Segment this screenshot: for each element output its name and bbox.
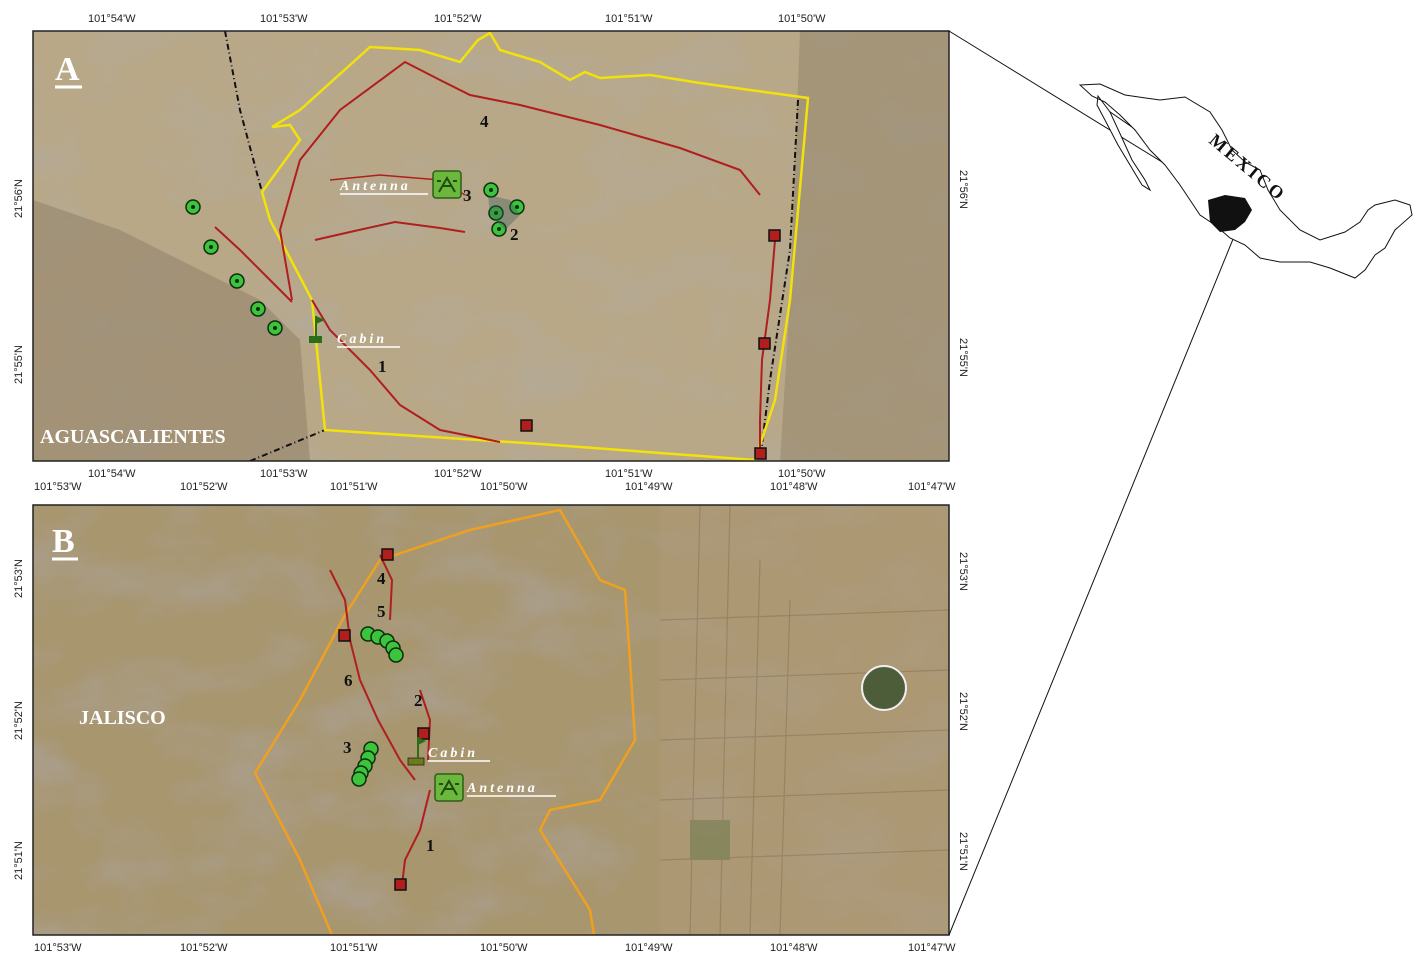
panel-b-transects xyxy=(329,554,432,886)
panel-b-lon-tick-bottom: 101°51'W xyxy=(330,942,378,954)
panel-a-lon-tick-bottom: 101°51'W xyxy=(605,468,653,480)
panel-a-lon-tick-top: 101°53'W xyxy=(260,13,308,25)
panel-a-lon-tick-bottom: 101°52'W xyxy=(434,468,482,480)
panel-a-frame xyxy=(32,30,950,462)
panel-a-transect-west xyxy=(214,226,293,303)
panel-b-transect-label-5: 5 xyxy=(377,602,386,621)
panel-a-state-border xyxy=(224,31,263,193)
panel-a-lat-tick-right: 21°56'N xyxy=(957,170,969,209)
panel-b-lon-tick-top: 101°51'W xyxy=(330,481,378,493)
panel-b-frame xyxy=(32,504,950,936)
panel-b-lon-tick-bottom: 101°47'W xyxy=(908,942,956,954)
panel-b-fields xyxy=(659,505,949,935)
panel-a-letter: A xyxy=(55,51,80,88)
panel-b-pond xyxy=(861,665,907,711)
panel-a-transect-east xyxy=(759,239,776,455)
panel-b-lon-tick-bottom: 101°50'W xyxy=(480,942,528,954)
panel-a-trap-points xyxy=(520,229,781,460)
panel-b-transect-label-4: 4 xyxy=(377,569,386,588)
trap-point xyxy=(520,419,533,432)
panel-b-transect-label-3: 3 xyxy=(343,738,352,757)
panel-b-trap-points xyxy=(338,548,430,891)
panel-a-study-boundary xyxy=(260,31,810,461)
panel-a-lon-tick-top: 101°54'W xyxy=(88,13,136,25)
mexico-outline xyxy=(1078,83,1413,279)
panel-a-lat-tick-left: 21°55'N xyxy=(13,345,25,384)
panel-a-cabin-label: Cabin xyxy=(337,332,387,347)
panel-b-lat-tick-right: 21°52'N xyxy=(957,692,969,731)
panel-a-antenna-icon xyxy=(432,170,462,199)
panel-a-transect-1 xyxy=(311,220,501,443)
panel-b-study-boundary xyxy=(253,508,637,935)
panel-a-cabin-icon xyxy=(309,316,325,343)
panel-a-transect-label-4: 4 xyxy=(480,112,489,131)
panel-a-lat-tick-right: 21°55'N xyxy=(957,338,969,377)
panel-a-transect-4 xyxy=(278,60,761,301)
panel-a-lon-tick-bottom: 101°53'W xyxy=(260,468,308,480)
panel-b-lon-tick-top: 101°53'W xyxy=(34,481,82,493)
panel-a-terrain-texture xyxy=(33,31,949,461)
panel-a-lon-tick-top: 101°50'W xyxy=(778,13,826,25)
sample-point xyxy=(388,647,404,663)
panel-a-lon-tick-top: 101°51'W xyxy=(605,13,653,25)
panel-b-antenna-icon xyxy=(434,773,464,802)
panel-a-lon-tick-top: 101°52'W xyxy=(434,13,482,25)
panel-b-lon-tick-top: 101°48'W xyxy=(770,481,818,493)
panel-b-state-label: JALISCO xyxy=(79,707,166,729)
panel-b-cabin-label: Cabin xyxy=(428,746,478,761)
panel-a-transect-label-3: 3 xyxy=(463,186,472,205)
panel-b-lon-tick-bottom: 101°53'W xyxy=(34,942,82,954)
panel-b-lon-tick-top: 101°52'W xyxy=(180,481,228,493)
panel-b-transect-label-2: 2 xyxy=(414,691,423,710)
panel-a-transect-label-2: 2 xyxy=(510,225,519,244)
panel-b-lon-tick-top: 101°49'W xyxy=(625,481,673,493)
panel-b-letter: B xyxy=(52,523,75,560)
panel-b-lat-tick-left: 21°51'N xyxy=(13,841,25,880)
sample-point xyxy=(351,771,367,787)
panel-b-lat-tick-right: 21°51'N xyxy=(957,832,969,871)
trap-point xyxy=(381,548,394,561)
trap-point xyxy=(394,878,407,891)
panel-a-lat-tick-left: 21°56'N xyxy=(13,179,25,218)
panel-b-sample-points xyxy=(351,626,404,787)
panel-b-lon-tick-top: 101°50'W xyxy=(480,481,528,493)
panel-b-transect-label-1: 1 xyxy=(426,836,435,855)
trap-point xyxy=(768,229,781,242)
panel-b-antenna-label: Antenna xyxy=(466,781,538,796)
panel-b-lon-tick-bottom: 101°49'W xyxy=(625,942,673,954)
panel-b-lat-tick-right: 21°53'N xyxy=(957,552,969,591)
panel-a-lon-tick-bottom: 101°50'W xyxy=(778,468,826,480)
panel-a-ravine-west xyxy=(33,200,310,461)
panel-b-lat-tick-left: 21°52'N xyxy=(13,701,25,740)
panel-a-lon-tick-bottom: 101°54'W xyxy=(88,468,136,480)
trap-point xyxy=(338,629,351,642)
panel-a-antenna-label: Antenna xyxy=(339,179,411,194)
panel-a-state-border-south xyxy=(249,429,326,461)
panel-b-transect-label-6: 6 xyxy=(344,671,353,690)
panel-a: Antenna Cabin 4 3 2 1 A AGUASCALIENTES 1… xyxy=(13,13,969,480)
panel-a-sample-points xyxy=(185,182,525,336)
panel-b-lon-tick-bottom: 101°52'W xyxy=(180,942,228,954)
panel-a-dark-patch xyxy=(488,195,520,230)
trap-point xyxy=(758,337,771,350)
panel-b: Cabin Antenna 4 5 6 2 3 1 B JALISCO 101°… xyxy=(13,481,969,954)
panel-b-lon-tick-bottom: 101°48'W xyxy=(770,942,818,954)
panel-a-ravine-east xyxy=(780,31,949,461)
panel-a-state-label: AGUASCALIENTES xyxy=(40,426,226,448)
trap-point xyxy=(417,727,430,740)
study-region-fill xyxy=(1208,195,1252,232)
inset-map: MEXICO xyxy=(948,30,1413,936)
inset-leader-bottom xyxy=(948,221,1241,936)
panel-b-lon-tick-top: 101°47'W xyxy=(908,481,956,493)
trap-point xyxy=(754,447,767,460)
panel-b-cabin-icon xyxy=(407,737,426,766)
panel-b-lat-tick-left: 21°53'N xyxy=(13,559,25,598)
panel-a-transect-label-1: 1 xyxy=(378,357,387,376)
